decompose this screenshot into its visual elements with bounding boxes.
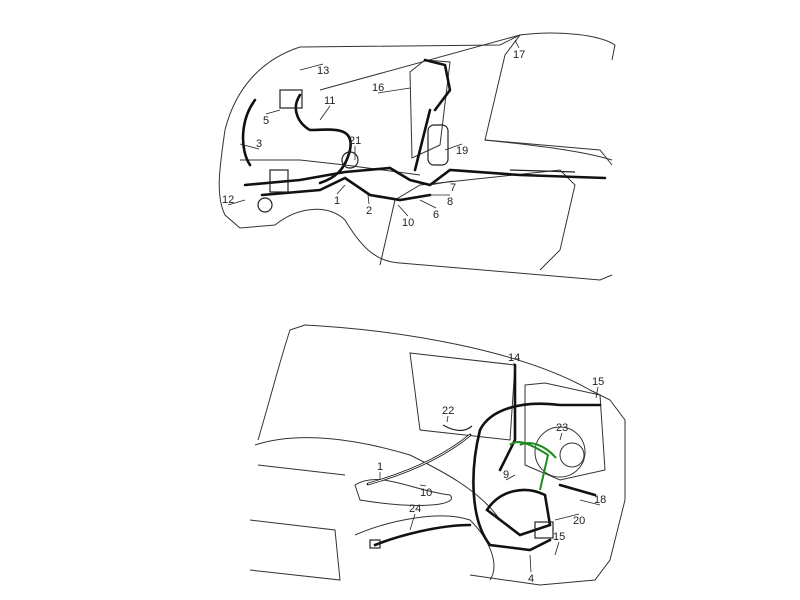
- top-callout-2: 2: [366, 205, 372, 217]
- top-callout-13: 13: [317, 65, 329, 77]
- top-leader-line: [336, 184, 346, 195]
- bottom-callout-4: 4: [528, 573, 534, 585]
- top-callout-5: 5: [263, 115, 269, 127]
- top-leader-line: [444, 143, 463, 151]
- bottom-callout-24: 24: [409, 503, 421, 515]
- bottom-leader-line: [595, 386, 599, 399]
- top-callout-21: 21: [349, 135, 361, 147]
- bottom-leader-line: [579, 499, 601, 506]
- bottom-callout-23: 23: [556, 422, 568, 434]
- bottom-leader-line: [554, 513, 580, 521]
- bottom-leader-line: [446, 415, 449, 423]
- bottom-leader-line: [513, 362, 516, 373]
- top-car-front-view: [218, 32, 616, 281]
- top-leader-line: [367, 194, 370, 205]
- top-leader-line: [419, 199, 437, 209]
- bottom-callout-22: 22: [442, 405, 454, 417]
- bottom-callout-20: 20: [573, 515, 585, 527]
- bottom-leader-line: [505, 474, 516, 481]
- top-callout-6: 6: [433, 209, 439, 221]
- bottom-leader-line: [559, 432, 563, 441]
- top-leader-line: [514, 39, 520, 49]
- bottom-callout-15: 15: [553, 531, 565, 543]
- bottom-car-rear-view: [249, 324, 626, 586]
- bottom-callout-1: 1: [377, 461, 383, 473]
- top-leader-line: [377, 87, 411, 94]
- top-leader-line: [299, 63, 324, 71]
- top-leader-line: [397, 204, 409, 217]
- top-leader-line: [429, 180, 454, 186]
- top-callout-17: 17: [513, 49, 525, 61]
- bottom-callout-10: 10: [420, 487, 432, 499]
- top-callout-19: 19: [456, 145, 468, 157]
- bottom-callout-9: 9: [503, 469, 509, 481]
- top-callout-12: 12: [222, 194, 234, 206]
- bottom-callouts: 14 15 22 23 9 1 10 18 24 20 15 4: [377, 352, 606, 585]
- bottom-leader-line: [554, 541, 560, 556]
- bottom-leader-line: [529, 554, 532, 573]
- top-callout-3: 3: [256, 138, 262, 150]
- top-callout-7: 7: [450, 182, 456, 194]
- top-callout-16: 16: [372, 82, 384, 94]
- top-leader-line: [227, 199, 246, 206]
- bottom-callout-15: 15: [592, 376, 604, 388]
- bottom-callout-18: 18: [594, 494, 606, 506]
- top-callout-8: 8: [447, 196, 453, 208]
- bottom-leader-line: [419, 484, 427, 487]
- top-leader-line: [265, 109, 281, 115]
- top-callout-10: 10: [402, 217, 414, 229]
- top-callout-11: 11: [324, 95, 335, 107]
- top-callout-1: 1: [334, 195, 340, 207]
- bottom-callout-14: 14: [508, 352, 520, 364]
- top-leader-line: [319, 105, 331, 121]
- top-leader-line: [239, 143, 260, 150]
- bottom-leader-line: [409, 513, 416, 531]
